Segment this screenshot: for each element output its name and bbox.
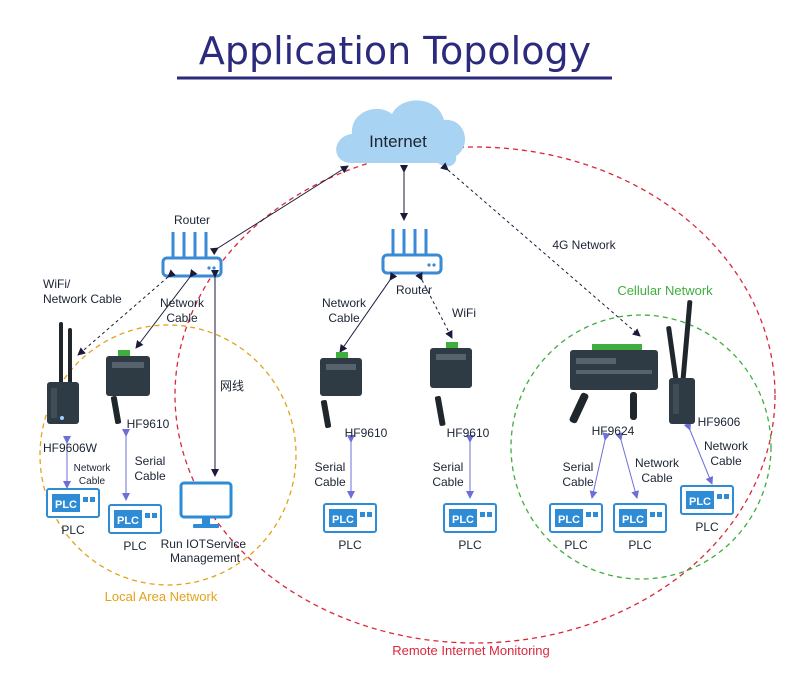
link-label-wangxian-2: 网线 xyxy=(220,379,244,393)
plc-7-icon: PLC xyxy=(680,485,734,515)
internet-label: Internet xyxy=(369,132,427,151)
link-router-hf9610-center xyxy=(339,271,398,353)
plc-6-label: PLC xyxy=(628,538,652,552)
pc-label-line1: Run IOTService xyxy=(161,537,247,551)
hf9610-b-device-icon xyxy=(320,352,362,428)
hf9606-label: HF9606 xyxy=(698,415,741,429)
hf9606w-device-icon xyxy=(47,322,79,424)
plc-4-icon: PLC xyxy=(443,503,497,533)
hf9606-device-icon xyxy=(666,300,695,424)
plc-5-icon: PLC xyxy=(549,503,603,533)
link-label-wifi-network-cable-0: WiFi/Network Cable xyxy=(43,277,122,306)
hf9606w-label: HF9606W xyxy=(43,441,98,455)
link-router-hf9606w xyxy=(77,269,176,356)
link-cloud-router-left xyxy=(209,165,349,256)
plc-5-label: PLC xyxy=(564,538,588,552)
link-label-four-g-5: 4G Network xyxy=(552,238,616,252)
router-left-icon xyxy=(161,232,223,278)
hf9610-a-label: HF9610 xyxy=(127,417,170,431)
cellular-region-label: Cellular Network xyxy=(617,283,713,298)
plc-6-icon-text: PLC xyxy=(622,514,644,526)
hf9624-label: HF9624 xyxy=(592,424,635,438)
hf9624-device-icon xyxy=(569,344,658,424)
router-center-label: Router xyxy=(396,283,432,297)
internet-cloud: Internet xyxy=(336,100,466,167)
hf9610-c-label: HF9610 xyxy=(447,426,490,440)
router-center-icon xyxy=(381,229,443,275)
plc-3-label: PLC xyxy=(338,538,362,552)
plc-2-icon: PLC xyxy=(108,504,162,534)
page-title: Application Topology xyxy=(199,29,591,73)
hf9610-c-device-icon xyxy=(430,342,472,426)
pc-label: Run IOTService Management xyxy=(161,537,250,565)
remote-monitoring-region xyxy=(174,146,776,644)
plc-1-label: PLC xyxy=(61,523,85,537)
plc-2-icon-text: PLC xyxy=(117,515,139,527)
plc-4-icon-text: PLC xyxy=(452,514,474,526)
pc-label-line2: Management xyxy=(170,551,241,565)
hf9610-a-device-icon xyxy=(106,350,150,424)
plc-1-icon-text: PLC xyxy=(55,499,77,511)
plc-4-label: PLC xyxy=(458,538,482,552)
plc-5-icon-text: PLC xyxy=(558,514,580,526)
link-hf9606-plc xyxy=(683,422,714,485)
cellular-region xyxy=(510,314,772,580)
plc-6-icon: PLC xyxy=(613,503,667,533)
plc-7-icon-text: PLC xyxy=(689,496,711,508)
router-left-label: Router xyxy=(174,213,210,227)
plc-group: PLC PLC PLC PLC PLC PLC PLC PLC PLC PLC PLC PLC PLC P… xyxy=(46,485,734,553)
link-cloud-hf9624-4g xyxy=(440,162,641,337)
plc-1-icon: PLC xyxy=(46,488,100,518)
link-router-hf9610-left xyxy=(135,269,198,349)
remote-region-label: Remote Internet Monitoring xyxy=(392,643,550,658)
link-hf9624-plc-1 xyxy=(589,432,611,499)
plc-3-icon-text: PLC xyxy=(332,514,354,526)
plc-7-label: PLC xyxy=(695,520,719,534)
plc-2-label: PLC xyxy=(123,539,147,553)
link-label-wifi-center-4: WiFi xyxy=(452,306,476,320)
link-router-hf9610-right-wifi xyxy=(415,271,453,339)
plc-3-icon: PLC xyxy=(323,503,377,533)
lan-region-label: Local Area Network xyxy=(105,589,218,604)
monitor-icon xyxy=(179,481,233,528)
link-hf9624-plc-2 xyxy=(615,432,639,499)
hf9610-b-label: HF9610 xyxy=(345,426,388,440)
